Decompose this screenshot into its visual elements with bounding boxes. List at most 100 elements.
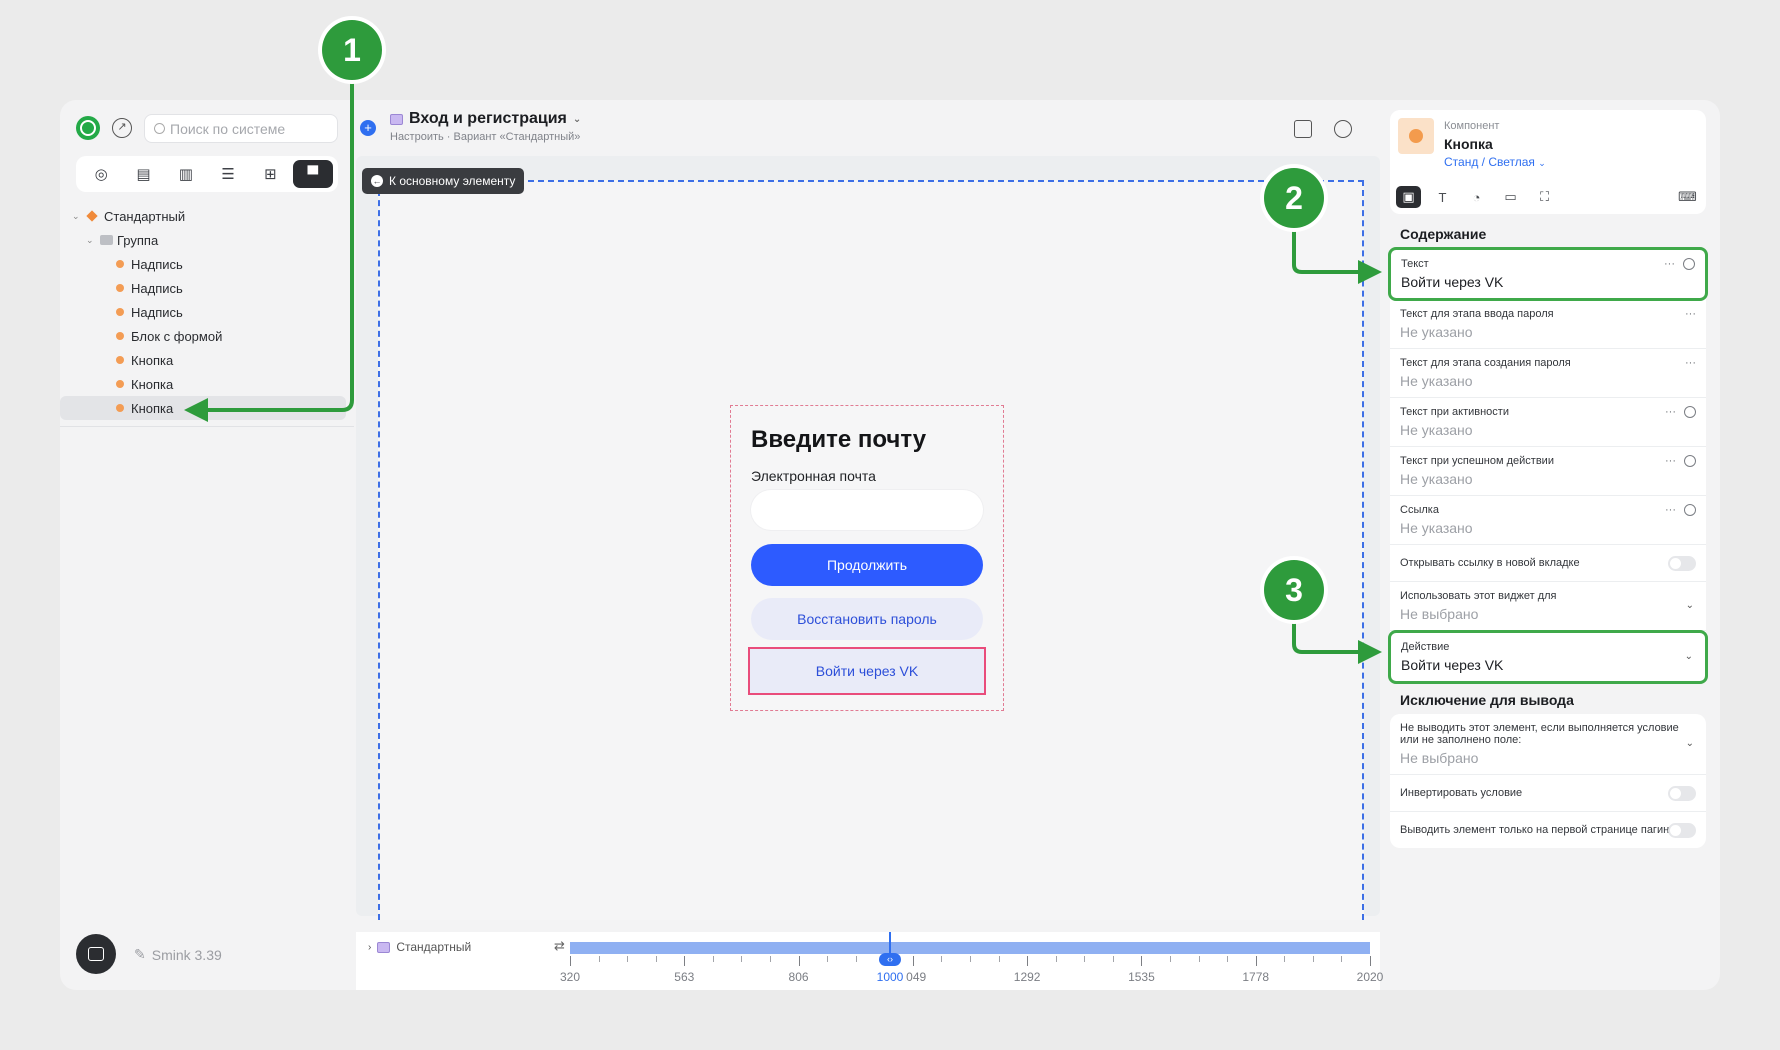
- prop-exclusion-0[interactable]: Не выводить этот элемент, если выполняет…: [1390, 714, 1706, 775]
- chevron-down-icon: ⌄: [572, 113, 582, 125]
- timeline-cursor[interactable]: [889, 932, 891, 966]
- tree-item-label: Стандартный: [104, 208, 186, 224]
- search-input[interactable]: [170, 120, 330, 137]
- more-icon[interactable]: ···: [1665, 504, 1676, 516]
- chevron-down-icon[interactable]: ⌄: [86, 234, 94, 245]
- prop-value[interactable]: Не указано: [1400, 422, 1473, 438]
- tab-layout[interactable]: ▭: [1504, 189, 1517, 204]
- logo-icon[interactable]: [76, 116, 100, 140]
- prop-value[interactable]: Не указано: [1400, 373, 1473, 389]
- swap-icon[interactable]: ⇄: [554, 938, 565, 953]
- search-box[interactable]: [144, 114, 338, 143]
- prop-value[interactable]: Не указано: [1400, 520, 1473, 536]
- more-icon[interactable]: ···: [1664, 258, 1675, 270]
- prop-value[interactable]: Войти через VK: [1401, 274, 1504, 290]
- prop-actions: ···: [1685, 357, 1696, 369]
- tab-typography[interactable]: T: [1438, 189, 1447, 205]
- tree-item-label: Надпись: [131, 280, 183, 296]
- exclusion-section-title: Исключение для вывода: [1400, 692, 1574, 708]
- tree-item-6[interactable]: Кнопка: [60, 348, 354, 372]
- chevron-down-icon[interactable]: ⌄: [1684, 651, 1693, 662]
- page-title[interactable]: Вход и регистрация ⌄: [390, 110, 581, 128]
- tab-style[interactable]: ◔: [1472, 189, 1481, 205]
- tree-item-0[interactable]: ⌄ Стандартный: [60, 204, 354, 228]
- email-field[interactable]: [751, 490, 983, 530]
- timeline-tick: [1341, 956, 1343, 962]
- tab-fullscreen[interactable]: ⛶: [1539, 189, 1550, 204]
- layers-icon[interactable]: ◎: [94, 166, 108, 183]
- prop-props-4[interactable]: Текст при успешном действии Не указано ···: [1390, 447, 1706, 496]
- prop-label: Не выводить этот элемент, если выполняет…: [1400, 722, 1679, 746]
- timeline-range-bar[interactable]: [570, 942, 1370, 954]
- timeline-tick: [998, 956, 1000, 962]
- prop-value[interactable]: Войти через VK: [1401, 657, 1504, 673]
- chevron-down-icon[interactable]: ⌄: [72, 210, 80, 221]
- tab-content[interactable]: ▣: [1396, 186, 1421, 208]
- chat-button[interactable]: [76, 934, 116, 974]
- preview-icon[interactable]: [1294, 120, 1312, 138]
- more-icon[interactable]: ···: [1665, 406, 1676, 418]
- timeline-variant[interactable]: › Стандартный: [368, 940, 471, 954]
- prop-actions: ···: [1664, 258, 1695, 270]
- tree-item-1[interactable]: ⌄Группа: [60, 228, 354, 252]
- prop-exclusion-2[interactable]: Выводить элемент только на первой страни…: [1390, 812, 1706, 848]
- info-icon[interactable]: [1683, 258, 1695, 270]
- chevron-down-icon[interactable]: ⌄: [1685, 600, 1694, 611]
- prop-value[interactable]: Не выбрано: [1400, 606, 1479, 622]
- tree-item-3[interactable]: Надпись: [60, 276, 354, 300]
- timeline-tick-label: 320: [559, 970, 581, 984]
- toggle-switch[interactable]: [1668, 786, 1696, 801]
- timeline-tick: [1055, 956, 1057, 962]
- open-external-icon[interactable]: [1334, 120, 1352, 138]
- tree-item-5[interactable]: Блок с формой: [60, 324, 354, 348]
- continue-button[interactable]: Продолжить: [751, 544, 983, 586]
- restore-password-button[interactable]: Восстановить пароль: [751, 598, 983, 640]
- timeline-tick: [827, 956, 829, 962]
- more-icon[interactable]: ···: [1685, 357, 1696, 369]
- page-header: Вход и регистрация ⌄ Настроить · Вариант…: [390, 110, 581, 143]
- prop-value[interactable]: Не указано: [1400, 324, 1473, 340]
- vk-login-button[interactable]: Войти через VK: [748, 647, 986, 695]
- chevron-down-icon[interactable]: ⌄: [1685, 738, 1694, 749]
- timeline-handle[interactable]: ‹›: [879, 953, 901, 966]
- tree-item-8[interactable]: Кнопка: [60, 396, 346, 420]
- prop-props-6[interactable]: Открывать ссылку в новой вкладке: [1390, 545, 1706, 582]
- book-icon[interactable]: ▥: [178, 166, 193, 183]
- toggle-switch[interactable]: [1668, 823, 1696, 838]
- more-icon[interactable]: ···: [1685, 308, 1696, 320]
- prop-label: Текст при успешном действии: [1400, 455, 1554, 467]
- info-icon[interactable]: [1684, 455, 1696, 467]
- paint-roller-icon[interactable]: ▀: [292, 160, 333, 188]
- prop-value[interactable]: Не указано: [1400, 471, 1473, 487]
- component-variant[interactable]: Станд / Светлая ⌄: [1444, 155, 1546, 169]
- timeline-current-value: 1000: [874, 970, 906, 984]
- timeline-tick: [798, 956, 800, 966]
- prop-exclusion-1[interactable]: Инвертировать условие: [1390, 775, 1706, 812]
- back-to-parent-button[interactable]: ← К основному элементу: [362, 168, 525, 194]
- login-form-block[interactable]: Введите почту Электронная почта Продолжи…: [730, 405, 1004, 711]
- tree-item-7[interactable]: Кнопка: [60, 372, 354, 396]
- add-icon[interactable]: +: [360, 120, 376, 136]
- tree-item-4[interactable]: Надпись: [60, 300, 354, 324]
- tree-item-2[interactable]: Надпись: [60, 252, 354, 276]
- sliders-icon[interactable]: ☰: [221, 166, 235, 183]
- toggle-switch[interactable]: [1668, 556, 1696, 571]
- add-element-icon[interactable]: ⊞: [264, 166, 277, 183]
- tab-code[interactable]: ⌨: [1678, 189, 1697, 204]
- external-link-icon[interactable]: ↗: [112, 118, 132, 138]
- more-icon[interactable]: ···: [1665, 455, 1676, 467]
- search-icon: [154, 123, 165, 134]
- info-icon[interactable]: [1684, 504, 1696, 516]
- image-icon[interactable]: ▤: [136, 166, 151, 183]
- prop-value[interactable]: Не выбрано: [1400, 750, 1479, 766]
- timeline-tick-label: 806: [788, 970, 809, 984]
- info-icon[interactable]: [1684, 406, 1696, 418]
